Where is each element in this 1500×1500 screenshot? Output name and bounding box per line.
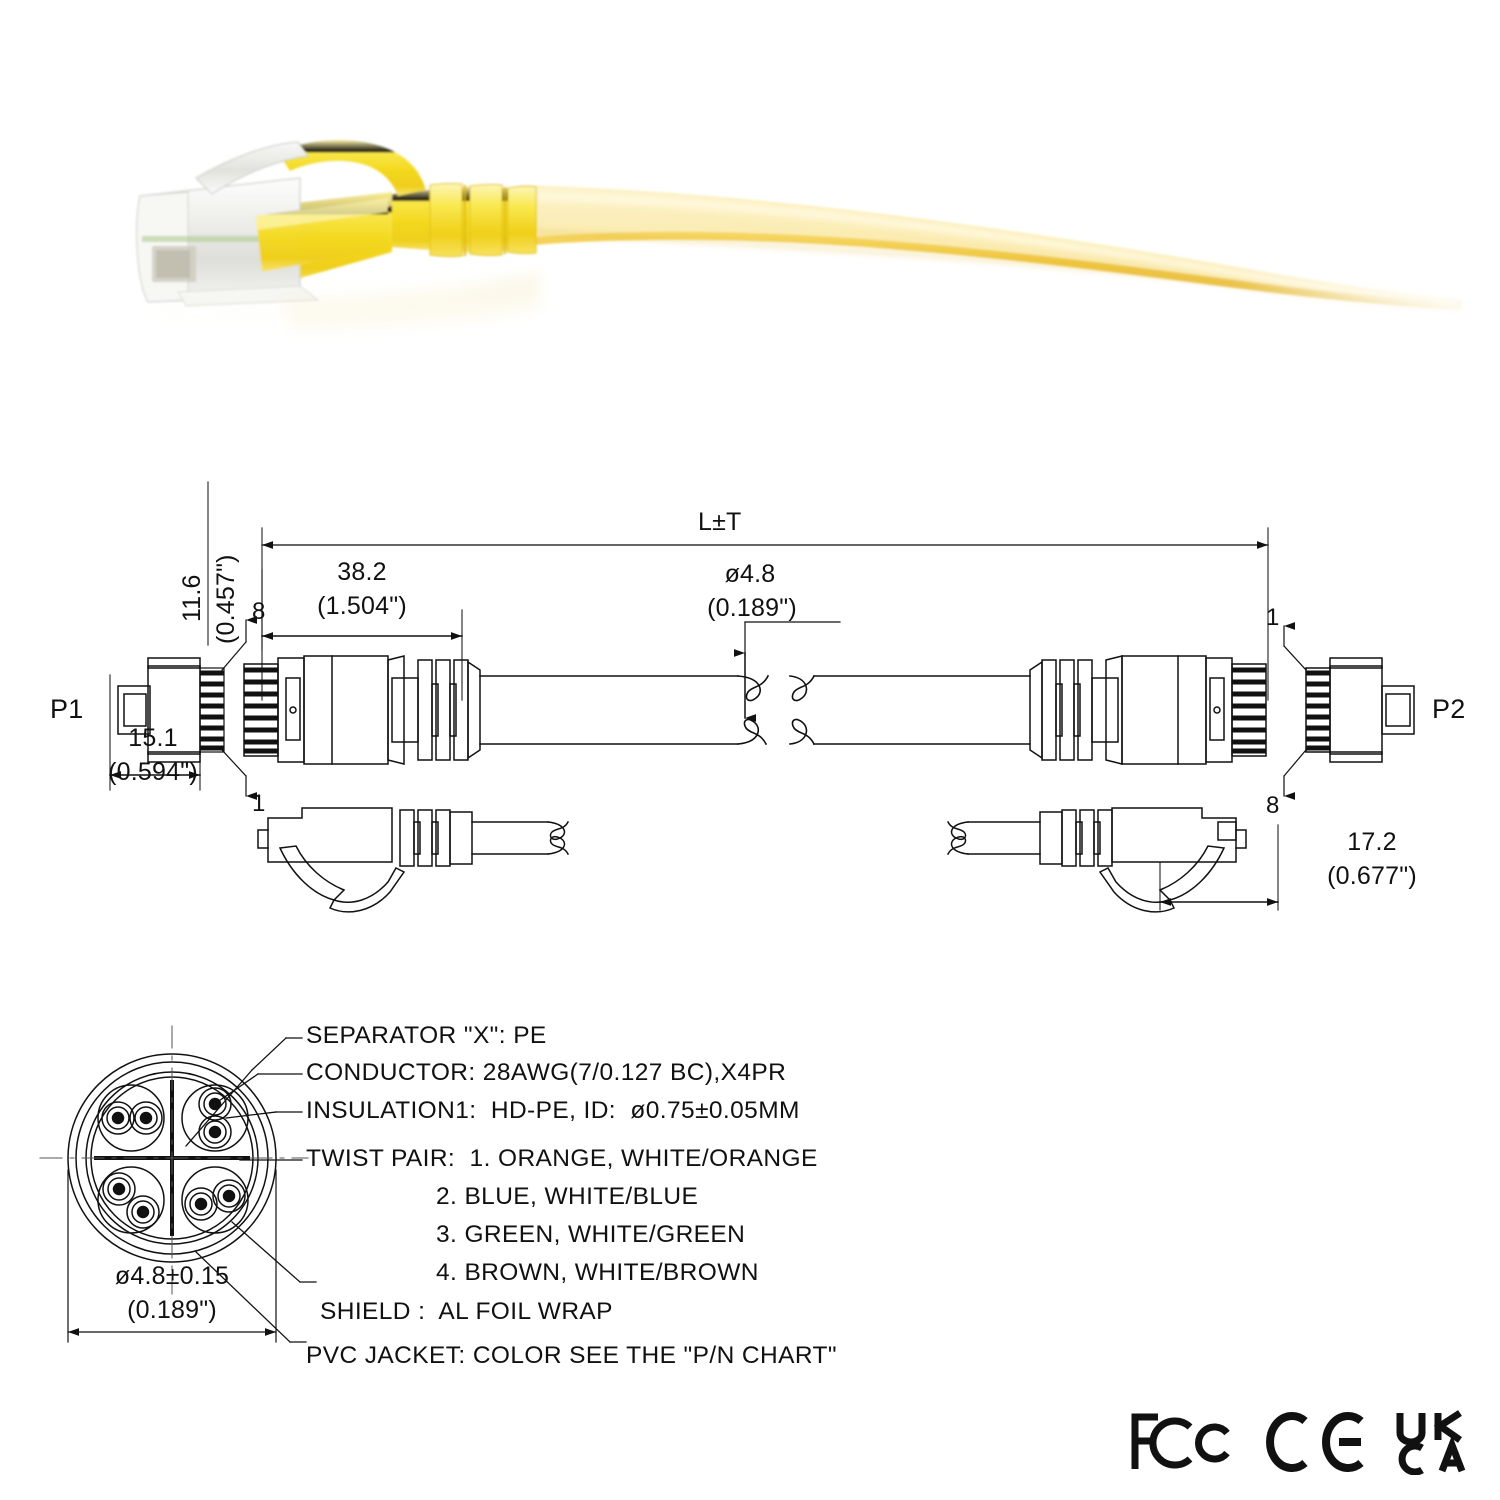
- dim-label-connector-height-inch: (0.457"): [212, 554, 240, 644]
- pin-label-8-left: 8: [252, 598, 266, 625]
- photo-reflection: [150, 272, 540, 332]
- dim-label-connector-length-inch: (1.504"): [317, 592, 407, 620]
- dim-label-boot-length-mm: 17.2: [1347, 828, 1397, 856]
- p2-end-view: [1283, 622, 1415, 800]
- dim-label-boot-length-inch: (0.677"): [1327, 862, 1417, 890]
- dim-label-connector-width-inch: (0.594"): [108, 758, 198, 786]
- dim-label-cable-diameter-inch: (0.189"): [707, 594, 797, 622]
- callout-twist-pair-4: 4. BROWN, WHITE/BROWN: [436, 1259, 759, 1286]
- rj45-connector: [136, 141, 388, 307]
- callout-leaders: [185, 1037, 317, 1343]
- cable-cross-section: [39, 1025, 309, 1343]
- twisted-pair-group: [97, 1084, 249, 1234]
- ce-icon: [1266, 1412, 1364, 1472]
- p1-end-view: [117, 616, 257, 800]
- callout-twist-pair-1: TWIST PAIR: 1. ORANGE, WHITE/ORANGE: [306, 1145, 818, 1172]
- port-label-p1: P1: [50, 694, 84, 724]
- technical-drawing: P1 P2 8 1 1 8 L±T 38.2 (1.504") 15.1 (0.…: [0, 470, 1500, 1500]
- ukca-icon: [1396, 1410, 1466, 1475]
- technical-drawing-svg: [39, 481, 1415, 1343]
- callout-twist-pair-2: 2. BLUE, WHITE/BLUE: [436, 1183, 699, 1210]
- product-photo: [0, 0, 1500, 470]
- dim-label-connector-height-mm: 11.6: [178, 574, 206, 622]
- fcc-icon: [1131, 1413, 1230, 1469]
- callout-shield: SHIELD : AL FOIL WRAP: [320, 1298, 613, 1325]
- dim-label-cable-od-inch: (0.189"): [127, 1296, 217, 1324]
- dim-label-connector-width-mm: 15.1: [128, 724, 178, 752]
- certification-marks: [1128, 1388, 1480, 1496]
- callout-twist-pair-3: 3. GREEN, WHITE/GREEN: [436, 1221, 746, 1248]
- pin-label-1-right: 1: [1266, 604, 1280, 631]
- pin-label-8-right: 8: [1266, 792, 1280, 819]
- p2-side-view: [946, 807, 1247, 913]
- dim-label-cable-diameter-mm: ø4.8: [724, 560, 776, 588]
- cable-break-symbol: [737, 674, 816, 746]
- callout-separator: SEPARATOR "X": PE: [306, 1022, 547, 1049]
- callout-pvc-jacket: PVC JACKET: COLOR SEE THE "P/N CHART": [306, 1342, 837, 1369]
- p1-top-view: [243, 655, 739, 765]
- product-photo-image: [0, 0, 1500, 470]
- dim-label-cable-od-mm: ø4.8±0.15: [114, 1262, 230, 1290]
- dim-label-connector-length-mm: 38.2: [337, 558, 387, 586]
- p2-top-view: [813, 655, 1267, 765]
- p1-side-view: [257, 807, 570, 913]
- callout-conductor: CONDUCTOR: 28AWG(7/0.127 BC),X4PR: [306, 1059, 787, 1086]
- callout-insulation: INSULATION1: HD-PE, ID: ø0.75±0.05MM: [306, 1097, 800, 1124]
- port-label-p2: P2: [1432, 694, 1466, 724]
- pin-label-1-left: 1: [252, 790, 266, 817]
- dim-label-overall-length: L±T: [698, 508, 742, 536]
